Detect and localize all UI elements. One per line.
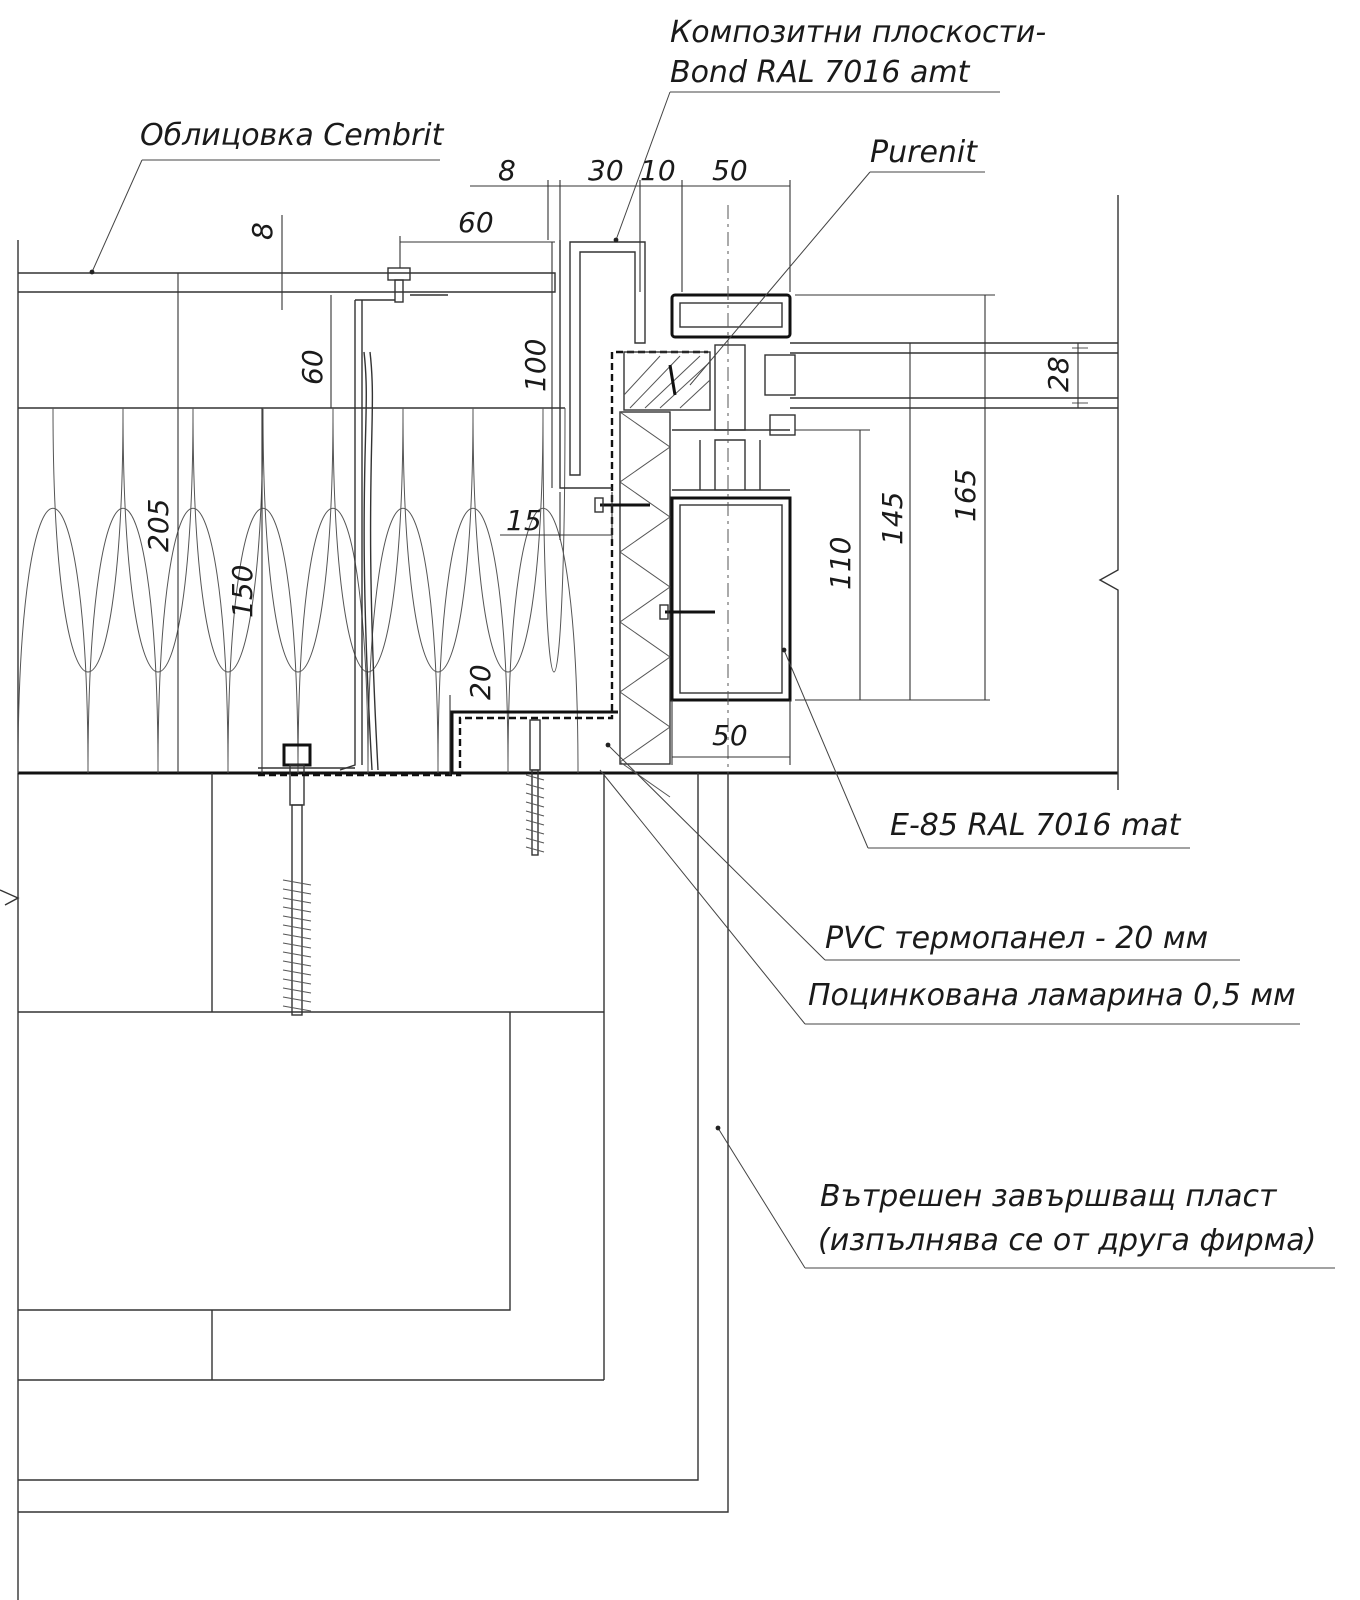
dim-205: 205 xyxy=(142,499,175,552)
label-composite-2: Bond RAL 7016 amt xyxy=(670,55,971,90)
dim-8-left: 8 xyxy=(246,222,279,240)
support-bracket xyxy=(258,267,448,771)
dim-165: 165 xyxy=(949,469,982,522)
window-profile xyxy=(670,293,796,702)
dim-60-v: 60 xyxy=(296,349,329,385)
dim-15: 15 xyxy=(506,504,542,537)
composite-panel xyxy=(559,240,646,489)
anchor-dowel-icon xyxy=(282,743,312,1016)
dim-50-top: 50 xyxy=(712,154,748,187)
dim-50-bottom: 50 xyxy=(712,719,748,752)
dim-30: 30 xyxy=(588,154,624,187)
purenit-block xyxy=(623,351,711,411)
self-tapping-screw-icon xyxy=(594,364,715,620)
dim-8-top: 8 xyxy=(498,154,516,187)
label-composite: Композитни плоскости- xyxy=(670,15,1046,50)
dim-60-h: 60 xyxy=(458,206,494,239)
label-inner-2: (изпълнява се от друга фирма) xyxy=(818,1223,1316,1258)
label-profile: E-85 RAL 7016 mat xyxy=(890,808,1182,843)
dim-28: 28 xyxy=(1042,356,1075,392)
dim-150: 150 xyxy=(226,565,259,618)
dim-110: 110 xyxy=(824,537,857,590)
label-pvc: PVC термопанел - 20 мм xyxy=(825,921,1208,956)
leader-dots xyxy=(89,237,787,1131)
leader-lines xyxy=(91,91,1335,1269)
wall-structure xyxy=(0,195,1119,1600)
screw-icon xyxy=(525,719,545,856)
dim-20: 20 xyxy=(464,664,497,700)
galvanized-sheet-liner xyxy=(258,350,708,777)
label-inner-1: Вътрешен завършващ пласт xyxy=(820,1179,1278,1214)
dim-145: 145 xyxy=(876,492,909,545)
dimension-lines xyxy=(177,180,1079,775)
glazing-unit xyxy=(790,342,1118,409)
dim-10: 10 xyxy=(640,154,676,187)
dim-100: 100 xyxy=(519,339,552,392)
label-cladding: Облицовка Cembrit xyxy=(140,118,445,153)
pvc-thermopanel xyxy=(619,411,671,798)
label-galv: Поцинкована ламарина 0,5 мм xyxy=(808,978,1296,1013)
label-purenit: Purenit xyxy=(870,135,978,170)
